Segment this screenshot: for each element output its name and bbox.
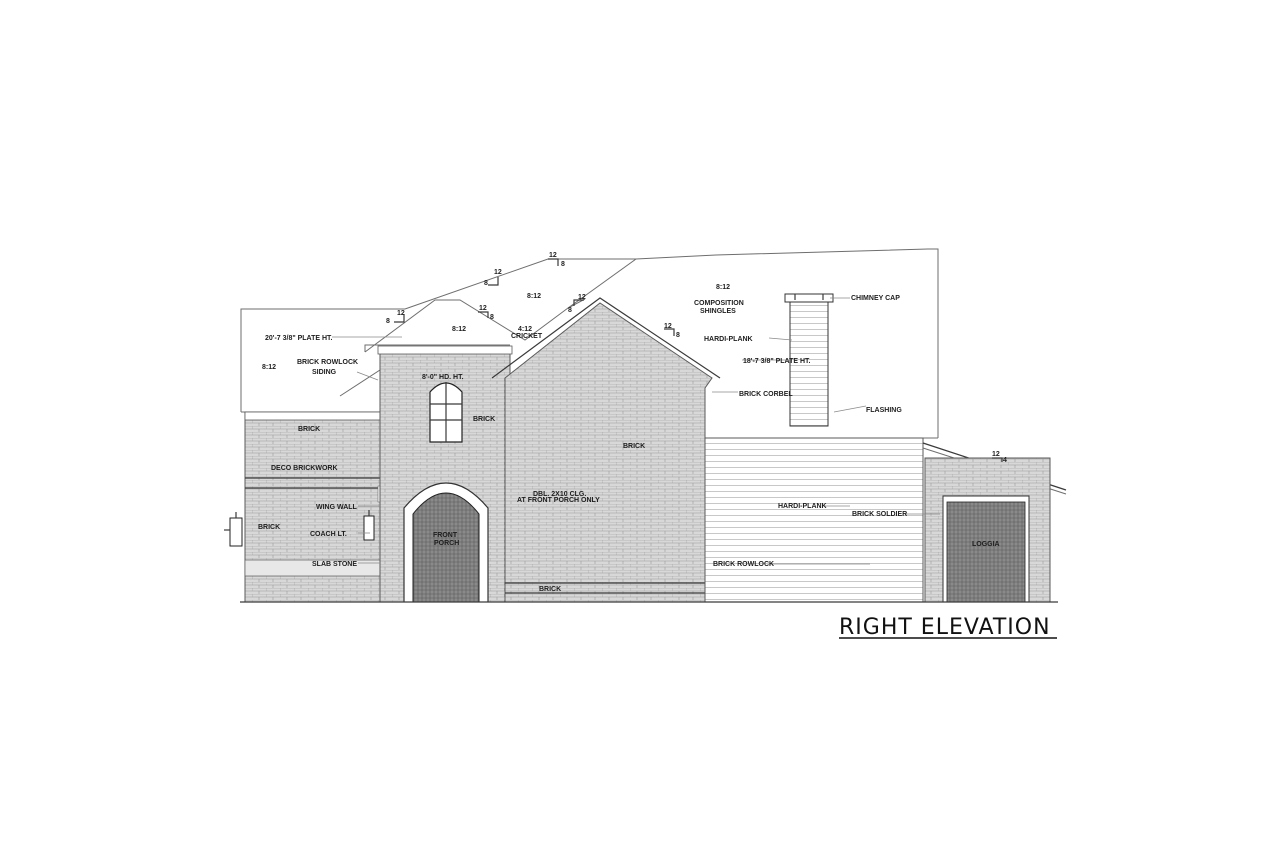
brick-corbel-label: BRICK CORBEL [739,391,793,398]
deco-brickwork-label: DECO BRICKWORK [271,465,338,472]
slope-7-rise: 12 [992,451,1000,458]
brick-label: BRICK [539,586,561,593]
slope-4-rise: 12 [479,305,487,312]
slope-indicator-4: 12 8 [478,305,494,321]
slab-stone-label: SLAB STONE [312,561,357,568]
drawing-title: RIGHT ELEVATION [839,615,1057,640]
pitch-label: 8:12 [716,284,730,291]
brick-label: BRICK [298,426,320,433]
slope-5-run: 8 [568,307,572,314]
brick-rowlock-label: BRICK ROWLOCK [713,561,774,568]
siding-wall [704,437,924,603]
front-porch-label: PORCH [434,540,459,547]
header-height-label: 8'-0" HD. HT. [422,374,464,381]
front-porch-label: FRONT [433,532,458,539]
coach-light-left [224,512,243,547]
main-gable [491,297,721,603]
elevation-title: RIGHT ELEVATION [839,615,1051,640]
annotations: 20'-7 3/8" PLATE HT. 8:12 8:12 8:12 8:12… [258,284,1000,593]
slope-indicator-2: 8 12 [484,269,502,287]
coach-light-right [363,510,375,541]
siding-label: SIDING [312,369,337,376]
slope-6-rise: 12 [664,323,672,330]
pitch-label: 8:12 [527,293,541,300]
entry-tower [377,345,513,603]
chimney-cap-label: CHIMNEY CAP [851,295,900,302]
plate-height-right: 18'-7 3/8" PLATE HT. [743,358,811,365]
plate-height-left: 20'-7 3/8" PLATE HT. [265,335,333,342]
slope-indicator-3: 12 8 [548,252,565,268]
slope-indicator-5: 12 8 [568,294,586,314]
slope-indicator-7: 12 4 [992,451,1007,464]
hardi-plank-label: HARDI-PLANK [704,336,753,343]
loggia-label: LOGGIA [972,541,1000,548]
flashing-label: FLASHING [866,407,902,414]
loggia-wing [922,442,1067,603]
composition-shingles-label: SHINGLES [700,308,736,315]
left-wing [244,411,395,603]
brick-label: BRICK [623,443,645,450]
chimney [784,293,834,427]
pitch-label: 4:12 [518,326,532,333]
pitch-label: 8:12 [452,326,466,333]
leader-lines [332,297,940,565]
cricket-label: CRICKET [511,333,543,340]
slope-1-run: 8 [386,318,390,325]
slope-3-run: 8 [561,261,565,268]
slope-indicator-1: 8 12 [386,310,405,325]
ceiling-joist-label: AT FRONT PORCH ONLY [517,497,600,504]
brick-label: BRICK [473,416,495,423]
slope-6-run: 8 [676,332,680,339]
pitch-label: 8:12 [262,364,276,371]
slope-5-rise: 12 [578,294,586,301]
slope-7-run: 4 [1003,457,1007,464]
ceiling-joist-label: DBL. 2X10 CLG. [533,491,586,498]
slope-2-rise: 12 [494,269,502,276]
slope-4-run: 8 [490,314,494,321]
brick-label: BRICK [258,524,280,531]
brick-rowlock-label: BRICK ROWLOCK [297,359,358,366]
slope-3-rise: 12 [549,252,557,259]
slope-indicator-6: 12 8 [664,323,680,339]
slope-2-run: 8 [484,280,488,287]
slope-1-rise: 12 [397,310,405,317]
hardi-plank-label: HARDI-PLANK [778,503,827,510]
coach-light-label: COACH LT. [310,531,347,538]
brick-soldier-label: BRICK SOLDIER [852,511,907,518]
wing-wall-label: WING WALL [316,504,358,511]
composition-shingles-label: COMPOSITION [694,300,744,307]
